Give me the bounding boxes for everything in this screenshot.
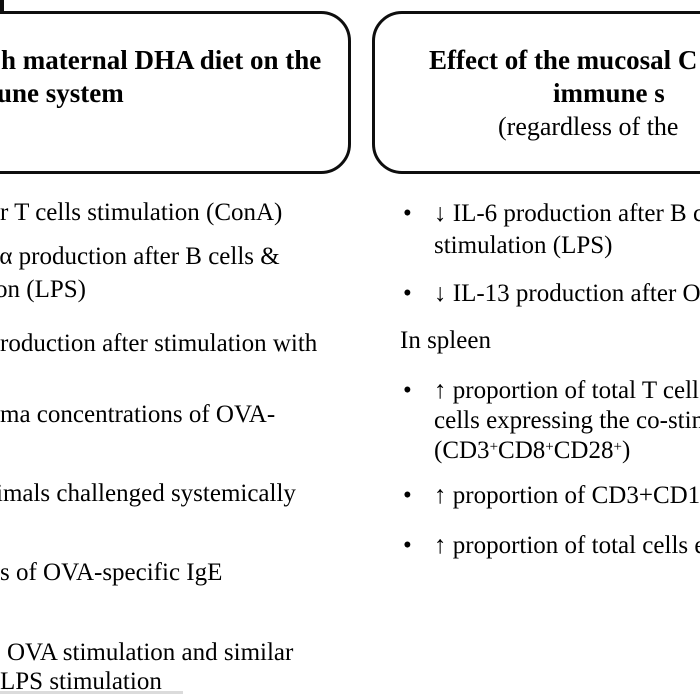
right-panel-item-4: ↑ proportion of CD3+CD1 [434,482,700,509]
left-panel-item-1: r T cells stimulation (ConA) [0,199,283,226]
superscript-plus: + [489,439,499,455]
cd-marker-part: ) [621,437,631,464]
bottom-crop-artifact [0,691,183,694]
left-panel-item-7: OVA stimulation and similar [7,639,294,666]
right-panel-section-label: In spleen [400,327,491,354]
superscript-plus: + [613,439,622,455]
left-panel-title-line2: une system [0,78,124,108]
right-panel-item-1: ↓ IL-6 production after B c [434,200,700,227]
right-panel-item-2: ↓ IL-13 production after O [434,280,700,307]
right-panel-item-5: ↑ proportion of total cells e [434,532,700,559]
left-panel-box [0,11,351,174]
right-panel-box [372,11,700,174]
left-panel-item-4: ma concentrations of OVA- [0,401,276,428]
left-panel-item-2: -α production after B cells & [0,243,280,270]
left-panel-item-6: s of OVA-specific IgE [0,559,223,586]
right-panel-item-1-cont: stimulation (LPS) [434,232,613,259]
right-panel-item-3-cont: cells expressing the co-stim [434,407,700,434]
left-panel-item-5: imals challenged systemically [0,480,296,507]
bullet-icon: • [403,532,412,559]
right-panel-title-line3: (regardless of the [498,112,679,141]
left-panel-item-7-cont: LPS stimulation [0,668,162,695]
right-panel-title-line2: immune s [553,78,665,108]
right-panel-item-3: ↑ proportion of total T cell [434,377,700,404]
cd-marker-part: (CD3 [434,437,490,464]
left-panel-item-3: roduction after stimulation with [0,330,318,357]
left-panel-title-line1: h maternal DHA diet on the [1,45,322,75]
superscript-plus: + [545,439,554,455]
bullet-icon: • [403,200,412,227]
left-panel-item-2-cont: on (LPS) [0,276,86,303]
cd-marker-part: CD28 [553,437,614,464]
bullet-icon: • [403,377,412,404]
bullet-icon: • [403,280,412,307]
right-panel-title-line1: Effect of the mucosal C [429,45,698,75]
bullet-icon: • [403,482,412,509]
right-panel-item-3-markers: (CD3+CD8+CD28+) [434,437,630,466]
top-left-line-fragment [0,0,4,14]
cd-marker-part: CD8 [498,437,546,464]
